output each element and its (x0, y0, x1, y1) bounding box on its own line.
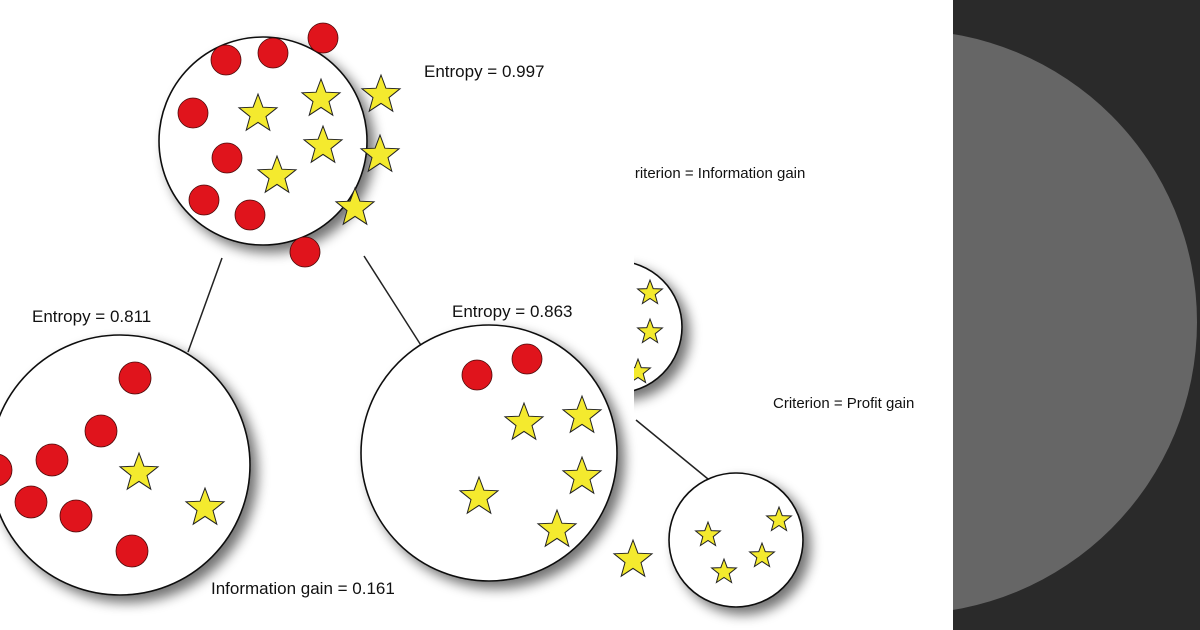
criterion-profit-gain-label: Criterion = Profit gain (773, 395, 914, 412)
yellow-star-marker (634, 357, 652, 384)
yellow-star-marker (118, 451, 160, 491)
red-circle-marker (115, 534, 149, 568)
red-circle-marker (14, 485, 48, 519)
red-circle-marker (257, 37, 289, 69)
root-marks-group (177, 22, 402, 268)
yellow-star-marker (636, 278, 664, 305)
branch-line-left (187, 257, 223, 353)
red-circle-marker (307, 22, 339, 54)
red-circle-marker (177, 97, 209, 129)
yellow-star-marker (300, 77, 342, 117)
red-circle-marker (461, 359, 493, 391)
red-circle-marker (84, 414, 118, 448)
red-circle-marker (234, 199, 266, 231)
yellow-star-marker (302, 124, 344, 164)
right-child-node (360, 324, 618, 582)
left-entropy-label: Entropy = 0.811 (32, 307, 151, 326)
yellow-star-marker (765, 505, 793, 532)
branch-line-right (363, 255, 425, 351)
red-circle-marker (188, 184, 220, 216)
second-child-marks-group (694, 505, 793, 584)
yellow-star-marker (503, 401, 545, 441)
yellow-star-marker (334, 186, 376, 226)
yellow-star-marker (636, 317, 664, 344)
red-circle-marker (511, 343, 543, 375)
yellow-star-marker (561, 455, 603, 495)
yellow-star-marker (360, 73, 402, 113)
right-marks-group (458, 343, 654, 578)
red-circle-marker (289, 236, 321, 268)
yellow-star-marker (359, 133, 401, 173)
yellow-star-marker (256, 154, 298, 194)
red-circle-marker (118, 361, 152, 395)
red-circle-marker (35, 443, 69, 477)
second-tree (634, 262, 804, 608)
yellow-star-marker (561, 394, 603, 434)
root-entropy-label: Entropy = 0.997 (424, 62, 545, 81)
yellow-star-marker (612, 538, 654, 578)
information-gain-label: Information gain = 0.161 (211, 579, 395, 598)
yellow-star-marker (458, 475, 500, 515)
branch-lines-tree-1 (187, 255, 425, 353)
second-tree-child-node (668, 472, 804, 608)
red-circle-marker (0, 454, 13, 486)
red-circle-marker (211, 142, 243, 174)
yellow-star-marker (536, 508, 578, 548)
red-circle-marker (59, 499, 93, 533)
yellow-star-marker (694, 520, 722, 547)
left-child-node (0, 334, 251, 596)
left-marks-group (0, 361, 226, 568)
right-entropy-label: Entropy = 0.863 (452, 302, 573, 321)
second-tree-branch-line (635, 419, 709, 480)
second-partial-marks-group (634, 278, 664, 384)
yellow-star-marker (710, 557, 738, 584)
red-circle-marker (210, 44, 242, 76)
yellow-star-marker (237, 92, 279, 132)
yellow-star-marker (184, 486, 226, 526)
yellow-star-marker (748, 541, 776, 568)
criterion-information-gain-label: Criterion = Information gain (624, 165, 805, 182)
